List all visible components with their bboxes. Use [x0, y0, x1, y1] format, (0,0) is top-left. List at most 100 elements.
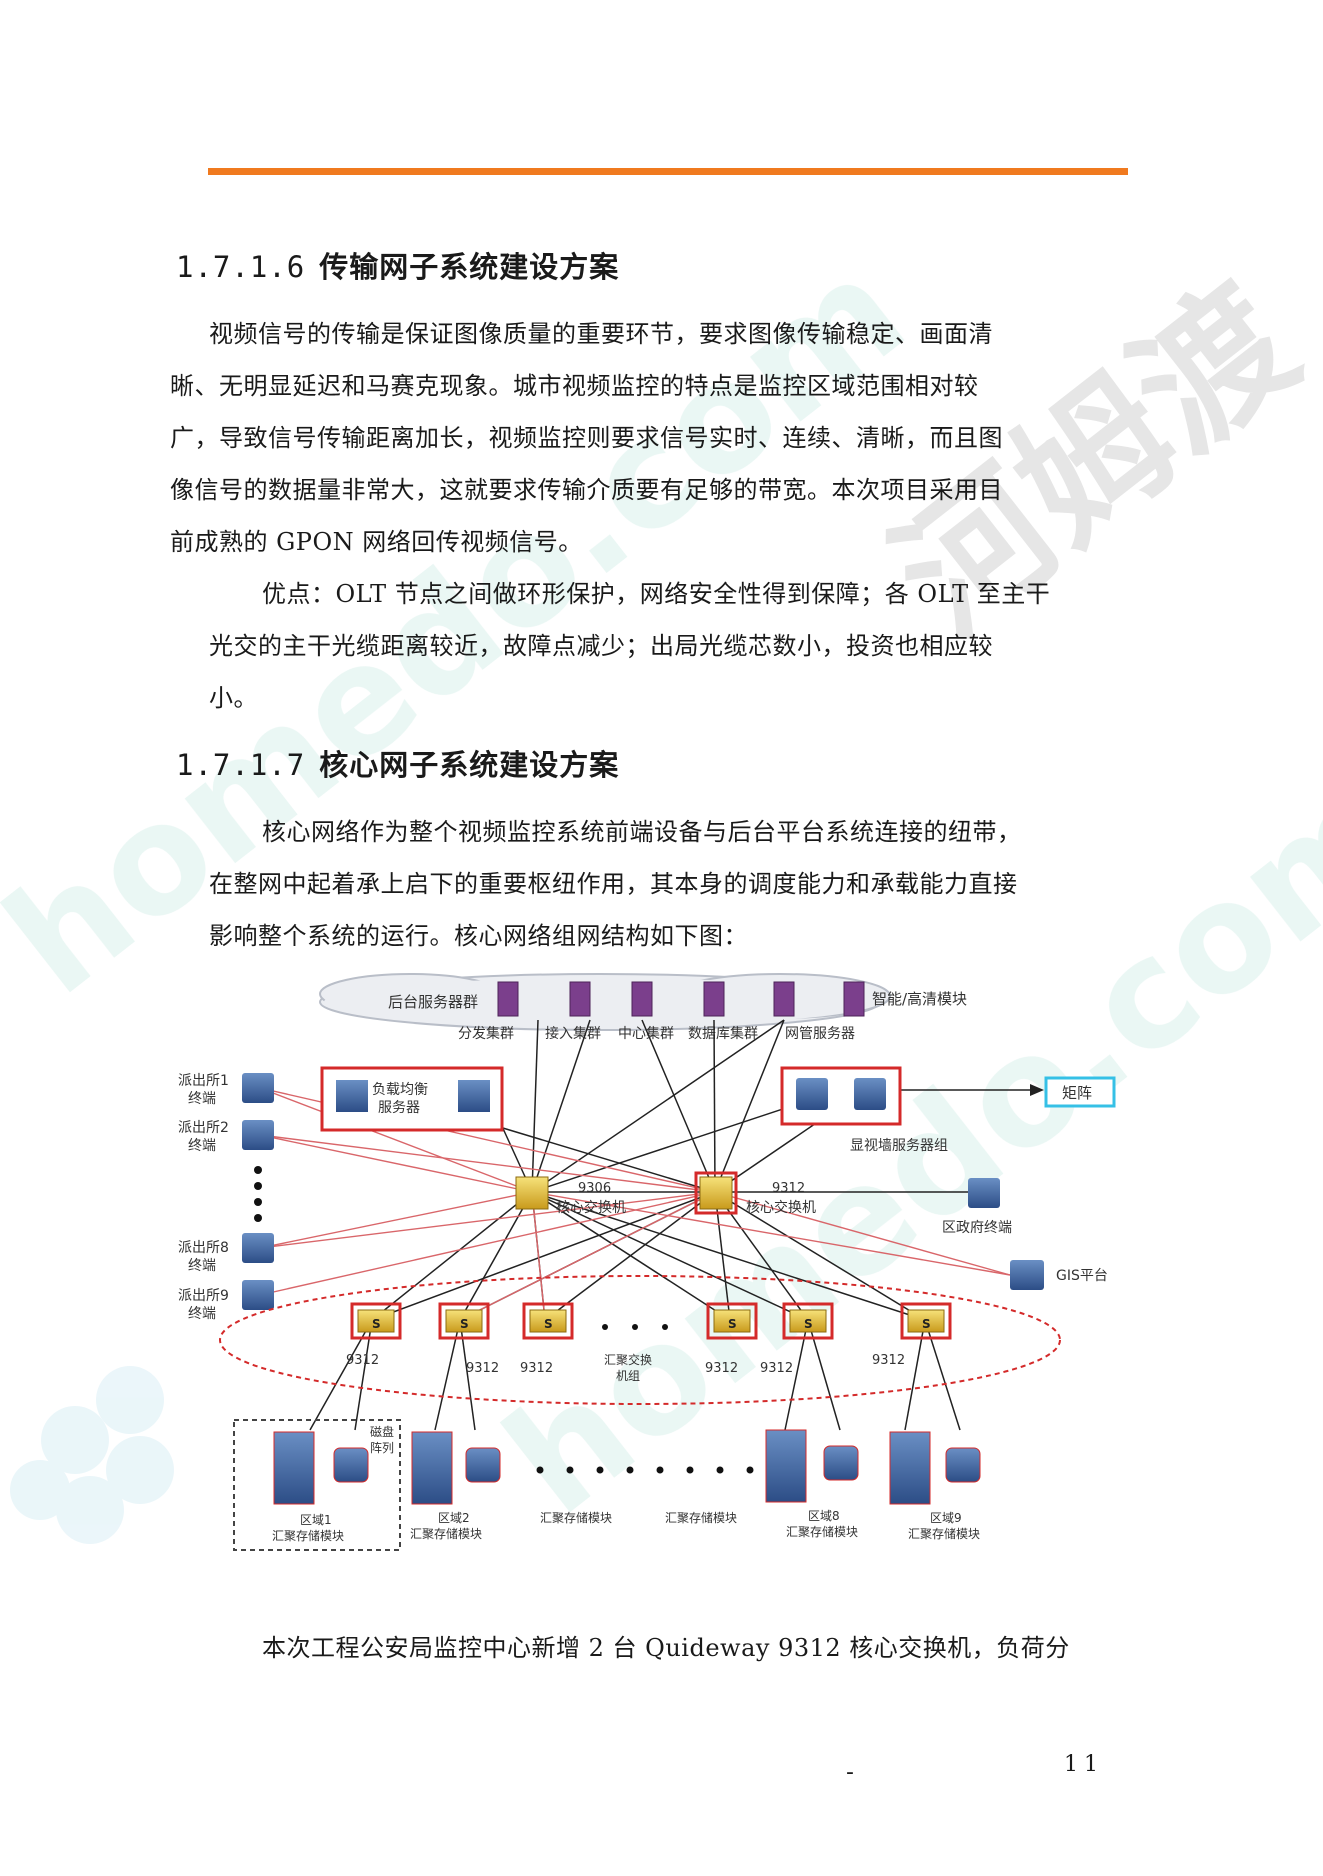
- storage-label: 汇聚存储模块: [908, 1526, 980, 1541]
- storage-label: 汇聚存储模块: [410, 1526, 482, 1541]
- server-icon: [773, 981, 795, 1017]
- region-label: 区域1: [300, 1513, 332, 1527]
- agg-group-label: 机组: [616, 1369, 640, 1383]
- arrow-icon: [1030, 1084, 1044, 1096]
- section-title: 传输网子系统建设方案: [319, 250, 620, 284]
- agg-group-label: 汇聚交换: [604, 1352, 652, 1367]
- lb-label: 负载均衡: [372, 1082, 428, 1098]
- agg-switch-icon: [713, 1309, 751, 1333]
- server-label: 网管服务器: [785, 1026, 855, 1042]
- core1-model: 9306: [578, 1181, 611, 1196]
- load-balancer-icon: [336, 1080, 368, 1112]
- paragraph-line: 晰、无明显延迟和马赛克现象。城市视频监控的特点是监控区域范围相对较: [170, 372, 979, 400]
- disk-array-icon: [945, 1447, 981, 1483]
- agg-model: 9312: [346, 1353, 379, 1368]
- disk-label: 磁盘: [370, 1424, 394, 1439]
- agg-model: 9312: [760, 1361, 793, 1376]
- station-label: 派出所8: [178, 1240, 229, 1256]
- disk-label: 阵列: [370, 1441, 394, 1455]
- switch-letter: S: [922, 1317, 931, 1331]
- agg-switch-icon: [789, 1309, 827, 1333]
- agg-model: 9312: [520, 1361, 553, 1376]
- terminal-icon: [242, 1120, 274, 1150]
- storage-switch-icon: [273, 1431, 315, 1505]
- switch-letter: S: [804, 1317, 813, 1331]
- storage-switch-icon: [889, 1431, 931, 1505]
- matrix-box: [1044, 1076, 1116, 1108]
- station-label: 派出所9: [178, 1288, 229, 1304]
- server-cloud: [319, 973, 891, 1031]
- paragraph-line: 影响整个系统的运行。核心网络组网结构如下图：: [209, 922, 748, 950]
- gis-label: GIS平台: [1056, 1268, 1108, 1284]
- section-title: 核心网子系统建设方案: [319, 748, 620, 782]
- cloud-label: 后台服务器群: [388, 993, 478, 1011]
- gis-icon: [1010, 1260, 1044, 1290]
- matrix-label: 矩阵: [1062, 1084, 1092, 1102]
- paragraph-line: 像信号的数据量非常大，这就要求传输介质要有足够的带宽。本次项目采用目: [170, 476, 1003, 504]
- agg-switch-icon: [907, 1309, 945, 1333]
- disk-array-icon: [333, 1447, 369, 1483]
- terminal-icon: [242, 1280, 274, 1310]
- lb-label: 服务器: [378, 1100, 420, 1116]
- display-server-icon: [796, 1078, 828, 1110]
- region-label: 区域8: [808, 1509, 840, 1523]
- paragraph-line: 广，导致信号传输距离加长，视频监控则要求信号实时、连续、清晰，而且图: [170, 424, 1003, 452]
- switch-letter: S: [372, 1317, 381, 1331]
- section-number: 1.7.1.6: [176, 250, 306, 284]
- server-icon: [631, 981, 653, 1017]
- switch-letter: S: [728, 1317, 737, 1331]
- region-label: 区域2: [438, 1511, 470, 1525]
- server-label: 数据库集群: [688, 1025, 758, 1042]
- agg-model: 9312: [466, 1361, 499, 1376]
- page-number: 11: [1064, 1752, 1104, 1777]
- paragraph-line: 本次工程公安局监控中心新增 2 台 Quideway 9312 核心交换机，负荷…: [262, 1634, 1070, 1662]
- agg-switch-icon: [529, 1309, 567, 1333]
- station-label: 终端: [188, 1138, 216, 1154]
- server-icon: [497, 981, 519, 1017]
- disk-array-icon: [823, 1445, 859, 1481]
- load-balancer-icon: [458, 1080, 490, 1112]
- station-label: 派出所1: [178, 1073, 229, 1089]
- station-label: 终端: [188, 1091, 216, 1107]
- station-label: 终端: [188, 1306, 216, 1322]
- storage-switch-icon: [411, 1431, 453, 1505]
- paragraph-line: 在整网中起着承上启下的重要枢纽作用，其本身的调度能力和承载能力直接: [209, 870, 1018, 898]
- paragraph-line: 视频信号的传输是保证图像质量的重要环节，要求图像传输稳定、画面清: [209, 320, 993, 348]
- display-server-icon: [854, 1078, 886, 1110]
- aggregation-ring: [219, 1275, 1061, 1405]
- region-label: 区域9: [930, 1511, 962, 1525]
- region1-storage-box: [233, 1419, 401, 1551]
- core2-model: 9312: [772, 1181, 805, 1196]
- disk-array-icon: [465, 1447, 501, 1483]
- footer-dash: -: [846, 1760, 854, 1785]
- terminal-icon: [242, 1233, 274, 1263]
- server-label: 中心集群: [618, 1025, 674, 1042]
- paragraph-line: 光交的主干光缆距离较近，故障点减少；出局光缆芯数小，投资也相应较: [209, 632, 993, 660]
- section-heading-1: 1.7.1.6 传输网子系统建设方案: [176, 244, 619, 286]
- paragraph-line: 前成熟的 GPON 网络回传视频信号。: [170, 528, 583, 556]
- storage-label: 汇聚存储模块: [540, 1510, 612, 1525]
- flower-icon: [10, 1366, 174, 1544]
- station-terminals: [242, 1073, 274, 1310]
- aggregation-switches: [350, 1302, 952, 1340]
- paragraph-line: 核心网络作为整个视频监控系统前端设备与后台平台系统连接的纽带，: [262, 818, 1022, 846]
- storage-label: 汇聚存储模块: [786, 1524, 858, 1539]
- switch-letter: S: [460, 1317, 469, 1331]
- paragraph-line: 小。: [209, 684, 258, 712]
- agg-switch-icon: [357, 1309, 395, 1333]
- gov-terminal-icon: [968, 1178, 1000, 1208]
- network-topology-svg: 后台服务器群 智能/高清模块 分发集群 接入集群 中心集群 数据库集群 网管服务…: [178, 973, 1116, 1551]
- server-icon: [569, 981, 591, 1017]
- core-switch-icon: [699, 1176, 733, 1210]
- core-switch-highlight: [694, 1171, 738, 1215]
- gov-terminal-label: 区政府终端: [942, 1220, 1012, 1236]
- top-module-label: 智能/高清模块: [872, 990, 967, 1008]
- core1-label: 核心交换机: [556, 1199, 626, 1216]
- header-rule: [208, 168, 1128, 175]
- agg-model: 9312: [705, 1361, 738, 1376]
- server-label: 接入集群: [545, 1025, 601, 1042]
- server-label: 分发集群: [458, 1025, 514, 1042]
- paragraph-line: 优点：OLT 节点之间做环形保护，网络安全性得到保障；各 OLT 至主干: [262, 580, 1051, 608]
- core2-label: 核心交换机: [746, 1199, 816, 1216]
- agg-switch-icon: [445, 1309, 483, 1333]
